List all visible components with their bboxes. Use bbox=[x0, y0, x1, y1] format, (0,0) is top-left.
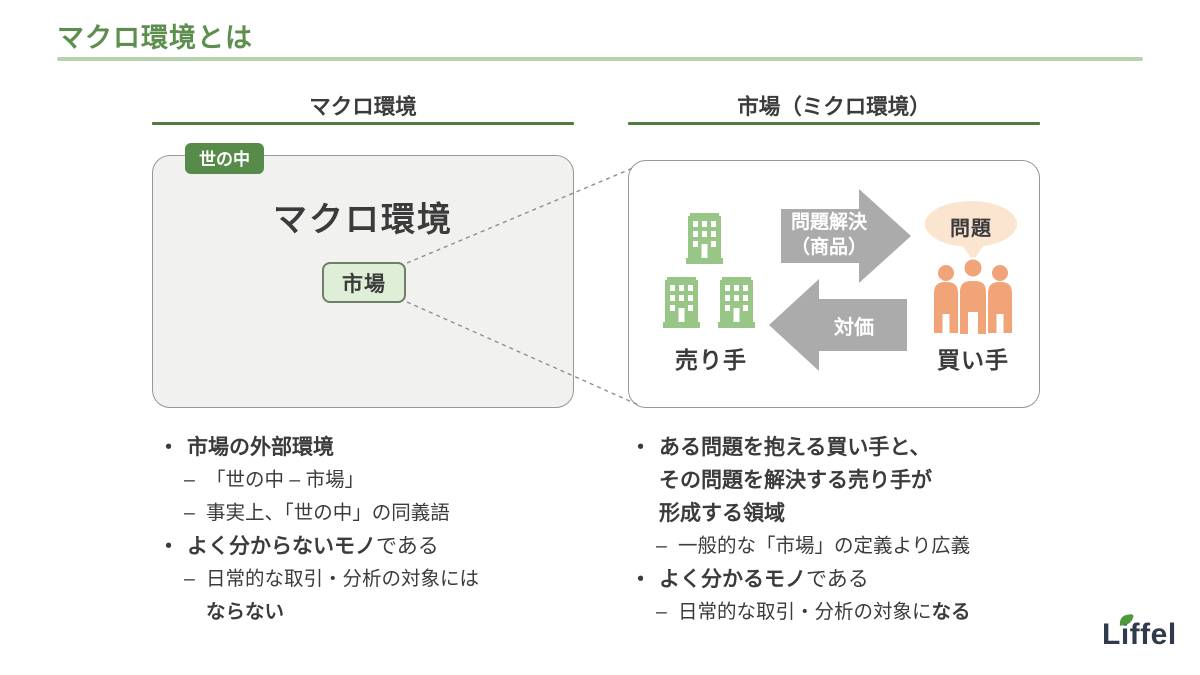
list-item: – 事実上、「世の中」の同義語 bbox=[184, 502, 450, 524]
list-item: – 一般的な「市場」の定義より広義 bbox=[656, 535, 971, 557]
title-underline bbox=[57, 57, 1143, 61]
list-item: – 「世の中 – 市場」 bbox=[184, 469, 365, 491]
world-tag: 世の中 bbox=[185, 143, 264, 174]
arrow-give-label: 問題解決 （商品） bbox=[790, 212, 867, 258]
macro-box-label: マクロ環境 bbox=[273, 201, 453, 239]
column-underline-macro bbox=[152, 122, 574, 125]
seller-label: 売り手 bbox=[675, 347, 747, 373]
macro-bullet-list: ・ 市場の外部環境 – 「世の中 – 市場」 – 事実上、「世の中」の同義語 ・… bbox=[158, 431, 618, 629]
list-item: – 日常的な取引・分析の対象になる bbox=[656, 601, 971, 623]
person-icon bbox=[934, 265, 958, 333]
arrow-right-icon bbox=[781, 189, 911, 283]
arrow-return-label: 対価 bbox=[834, 317, 874, 339]
column-header-micro: 市場（ミクロ環境） bbox=[737, 95, 931, 119]
column-underline-micro bbox=[628, 122, 1040, 125]
list-item: ・ ある問題を抱える買い手と、 その問題を解決する売り手が 形成する領域 bbox=[630, 436, 932, 525]
list-item: ・ よく分からないモノである bbox=[158, 535, 439, 558]
list-item: ・ よく分かるモノである bbox=[630, 568, 869, 591]
market-illustration bbox=[663, 189, 1017, 371]
column-header-macro: マクロ環境 bbox=[309, 95, 417, 119]
speech-bubble-icon bbox=[925, 201, 1017, 261]
market-chip: 市場 bbox=[322, 262, 406, 303]
buyer-label: 買い手 bbox=[937, 347, 1009, 373]
logo-text: Liffel bbox=[1102, 618, 1177, 651]
person-icon bbox=[958, 257, 988, 336]
building-icon bbox=[686, 213, 723, 264]
building-icon bbox=[663, 277, 700, 328]
leaf-icon bbox=[1119, 614, 1134, 626]
micro-environment-box: 問題解決 （商品） 対価 問題 売り手 買い手 bbox=[628, 160, 1040, 408]
building-icon bbox=[718, 277, 755, 328]
page-title: マクロ環境とは bbox=[57, 23, 253, 53]
liffel-logo: Liffel bbox=[1102, 614, 1177, 652]
list-item: ・ 市場の外部環境 bbox=[158, 436, 334, 459]
person-icon bbox=[988, 265, 1012, 333]
micro-bullet-list: ・ ある問題を抱える買い手と、 その問題を解決する売り手が 形成する領域 – 一… bbox=[630, 431, 1090, 629]
list-item: – 日常的な取引・分析の対象にはならない bbox=[184, 568, 480, 623]
problem-bubble-label: 問題 bbox=[950, 218, 992, 240]
arrow-left-icon bbox=[769, 279, 907, 371]
